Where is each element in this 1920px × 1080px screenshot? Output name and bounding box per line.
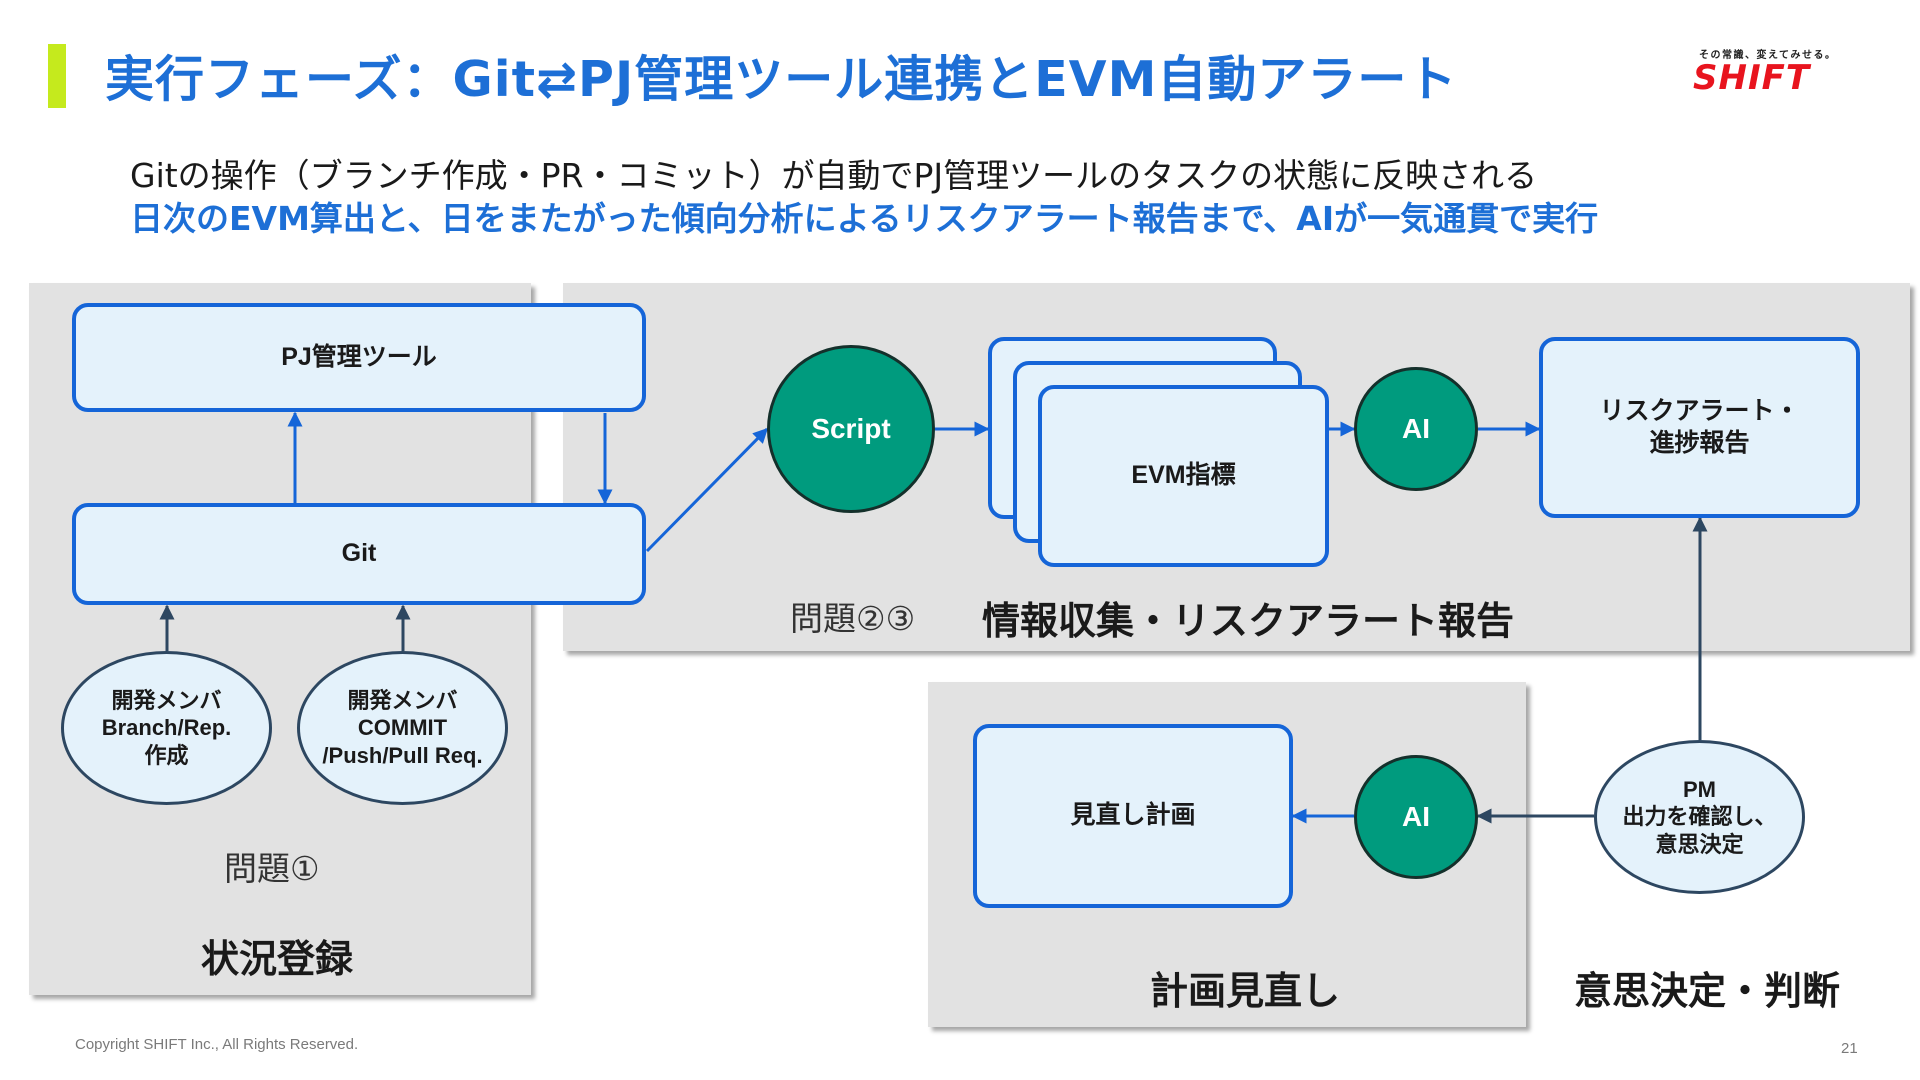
title-accent-bar — [48, 44, 66, 108]
script-node: Script — [767, 345, 935, 513]
issue-2-3-label: 問題②③ — [790, 599, 916, 638]
ai-node-top: AI — [1354, 367, 1478, 491]
risk-alert-report-box: リスクアラート・ 進捗報告 — [1539, 337, 1860, 518]
logo-wordmark: SHIFT — [1693, 58, 1811, 98]
summary-line-1: Gitの操作（ブランチ作成・PR・コミット）が自動でPJ管理ツールのタスクの状態… — [130, 156, 1538, 195]
dev-member-commit-ellipse: 開発メンバ COMMIT /Push/Pull Req. — [297, 651, 508, 805]
status-registration-label: 状況登録 — [201, 937, 354, 981]
summary-line-2: 日次のEVM算出と、日をまたがった傾向分析によるリスクアラート報告まで、AIが一… — [130, 199, 1599, 238]
footer-copyright: Copyright SHIFT Inc., All Rights Reserve… — [75, 1036, 359, 1053]
pj-management-tool-box: PJ管理ツール — [72, 303, 646, 412]
revised-plan-box: 見直し計画 — [973, 724, 1293, 908]
info-collection-label: 情報収集・リスクアラート報告 — [982, 599, 1515, 643]
logo-tagline: その常識、変えてみせる。 — [1699, 50, 1837, 61]
decision-label: 意思決定・判断 — [1574, 969, 1841, 1013]
pm-decision-ellipse: PM 出力を確認し、 意思決定 — [1594, 740, 1805, 894]
dev-member-branch-ellipse: 開発メンバ Branch/Rep. 作成 — [61, 651, 272, 805]
page-number: 21 — [1841, 1040, 1858, 1057]
company-logo: その常識、変えてみせる。 SHIFT — [1693, 46, 1855, 100]
issue-1-label: 問題① — [224, 849, 320, 888]
ai-node-bottom: AI — [1354, 755, 1478, 879]
arrow-git-to-script — [645, 427, 769, 553]
git-box: Git — [72, 503, 646, 605]
plan-review-label: 計画見直し — [1150, 969, 1341, 1013]
evm-indicator-box: EVM指標 — [1038, 385, 1329, 567]
page-title: 実行フェーズ：Git⇄PJ管理ツール連携とEVM自動アラート — [105, 51, 1458, 108]
